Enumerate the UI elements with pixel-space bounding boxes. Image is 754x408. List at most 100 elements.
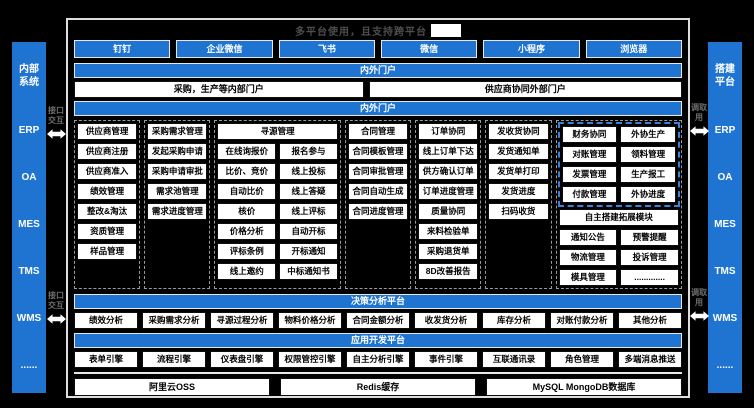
module-cell: 评标条例	[217, 243, 277, 260]
sidebar-item-more: ......	[716, 360, 734, 371]
module-cell: 自动开标	[279, 223, 338, 240]
module-group-shipping: 发收货协同 发货通知单 发货单打印 发货进度 扫码收货	[485, 120, 552, 289]
channel-dingtalk: 钉钉	[74, 40, 171, 58]
module-cell: 线上订单下达	[418, 143, 479, 160]
sourcing-subcolumns: 在线询报价 比价、竞价 自动比价 核价 价格分析 评标条例 线上邀约 报名参与 …	[217, 143, 338, 286]
module-cell: 发货进度	[488, 183, 549, 200]
module-cell: 比价、竞价	[217, 163, 277, 180]
module-pair: 模具管理 .............	[558, 269, 679, 286]
module-header: 合同管理	[347, 123, 409, 140]
sourcing-right-column: 报名参与 线上投标 线上答疑 线上评标 自动开标 开标通知 中标通知书	[279, 143, 338, 286]
finance-highlight-box: 财务协同 外协生产 对账管理 领料管理 发票管理 生产报工 付款管理 外协进度	[557, 122, 680, 207]
module-cell: 外协进度	[620, 186, 676, 203]
sidebar-item-erp: ERP	[714, 125, 736, 136]
infra-oss: 阿里云OSS	[74, 378, 270, 396]
module-cell: 在线询报价	[217, 143, 277, 160]
connector-label: 接口交互	[48, 291, 64, 310]
sidebar-item-wms: WMS	[712, 313, 738, 324]
module-cell: 8D改善报告	[418, 263, 479, 280]
sidebar-item-tms: TMS	[18, 266, 40, 277]
module-pair: 付款管理 外协进度	[561, 186, 676, 203]
channel-miniprogram: 小程序	[483, 40, 580, 58]
module-cell: 通知公告	[558, 229, 618, 246]
diagram-title: 多平台使用，且支持跨平台	[295, 27, 427, 38]
module-header: 寻源管理	[217, 123, 338, 140]
analysis-cell: 绩效分析	[74, 312, 138, 329]
connector-label: 调取用	[691, 288, 707, 307]
module-cell: 模具管理	[558, 269, 618, 286]
engine-cell: 角色管理	[550, 351, 614, 368]
module-header: 财务协同	[561, 126, 618, 143]
connector-right-top: 调取用	[689, 103, 709, 137]
module-pair: 对账管理 领料管理	[561, 146, 676, 163]
module-cell-merged: 自主搭建拓展模块	[558, 209, 679, 226]
module-cell: 核价	[217, 203, 277, 220]
module-cell: 中标通知书	[279, 263, 338, 280]
module-group-contract: 合同管理 合同模板管理 合同审批管理 合同自动生成 合同进度管理	[344, 120, 412, 289]
module-group-order: 订单协同 线上订单下达 供方确认订单 订单进度管理 质量协同 来料检验单 采购退…	[415, 120, 482, 289]
engine-cell: 表单引擎	[74, 351, 138, 368]
sidebar-item-oa: OA	[717, 172, 733, 183]
engine-cell: 权限管控引擎	[278, 351, 342, 368]
infra-database: MySQL MongoDB数据库	[486, 378, 682, 396]
module-cell: 价格分析	[217, 223, 277, 240]
decision-platform-bar: 决策分析平台	[74, 294, 682, 309]
sidebar-item-erp: ERP	[18, 125, 40, 136]
module-pair: 物流管理 投诉管理	[558, 249, 679, 266]
double-arrow-icon	[46, 129, 66, 139]
module-group-sourcing: 寻源管理 在线询报价 比价、竞价 自动比价 核价 价格分析 评标条例 线上邀约 …	[214, 120, 341, 289]
module-cell: 线上邀约	[217, 263, 277, 280]
module-header: 外协生产	[620, 126, 676, 143]
module-cell: 发票管理	[561, 166, 618, 183]
analysis-cell: 物料价格分析	[278, 312, 342, 329]
module-cell: 预警提醒	[620, 229, 679, 246]
analysis-cell: 采购需求分析	[142, 312, 206, 329]
module-cell: 合同审批管理	[347, 163, 409, 180]
sidebar-build-title: 搭建平台	[715, 64, 735, 88]
module-cell: 采购退货单	[418, 243, 479, 260]
portal-internal: 采购，生产等内部门户	[74, 81, 364, 98]
module-group-demand: 采购需求管理 发起采购申请 采购申请审批 需求池管理 需求进度管理	[144, 120, 211, 289]
module-cell: 质量协同	[418, 203, 479, 220]
portal-bar-top: 内外门户	[74, 63, 682, 78]
engine-cell: 事件引擎	[414, 351, 478, 368]
module-header: 供应商管理	[77, 123, 138, 140]
app-platform-row: 表单引擎 流程引擎 仪表盘引擎 权限管控引擎 自主分析引擎 事件引擎 互联通讯录…	[74, 351, 682, 368]
sidebar-item-wms: WMS	[16, 313, 42, 324]
connector-label: 调取用	[691, 103, 707, 122]
module-cell: 发货通知单	[488, 143, 549, 160]
module-cell: 绩效管理	[77, 183, 138, 200]
portal-row: 采购，生产等内部门户 供应商协同外部门户	[74, 81, 682, 98]
module-cell: 线上评标	[279, 203, 338, 220]
connector-label: 接口交互	[48, 106, 64, 125]
engine-cell: 多端消息推送	[618, 351, 682, 368]
decision-platform-row: 绩效分析 采购需求分析 寻源过程分析 物料价格分析 合同金额分析 收发货分析 库…	[74, 312, 682, 329]
module-header: 发收货协同	[488, 123, 549, 140]
sidebar-item-more: ......	[20, 360, 38, 371]
infrastructure-bar	[74, 372, 682, 374]
module-cell: 需求池管理	[147, 183, 208, 200]
module-cell: 付款管理	[561, 186, 618, 203]
channel-browser: 浏览器	[585, 40, 682, 58]
module-cell: 合同进度管理	[347, 203, 409, 220]
sidebar-internal-title: 内部系统	[19, 64, 39, 88]
module-header: 订单协同	[418, 123, 479, 140]
portal-external: 供应商协同外部门户	[368, 81, 682, 98]
sidebar-internal-systems: 内部系统 ERP OA MES TMS WMS ......	[12, 42, 46, 393]
channel-feishu: 飞书	[278, 40, 375, 58]
module-group-supplier: 供应商管理 供应商注册 供应商准入 绩效管理 整改&淘汰 资质管理 样品管理	[74, 120, 141, 289]
portal-bar-bottom: 内外门户	[74, 101, 682, 116]
module-cell: 发起采购申请	[147, 143, 208, 160]
module-cell: 领料管理	[620, 146, 676, 163]
module-cell: 采购申请审批	[147, 163, 208, 180]
connector-left-bottom: 接口交互	[46, 291, 66, 325]
module-cell: 供应商注册	[77, 143, 138, 160]
diagram-title-bar: 多平台使用，且支持跨平台	[74, 23, 682, 38]
module-header: 采购需求管理	[147, 123, 208, 140]
engine-cell: 自主分析引擎	[346, 351, 410, 368]
sidebar-item-oa: OA	[21, 172, 37, 183]
engine-cell: 流程引擎	[142, 351, 206, 368]
module-cell: 扫码收货	[488, 203, 549, 220]
module-pair: 通知公告 预警提醒	[558, 229, 679, 246]
